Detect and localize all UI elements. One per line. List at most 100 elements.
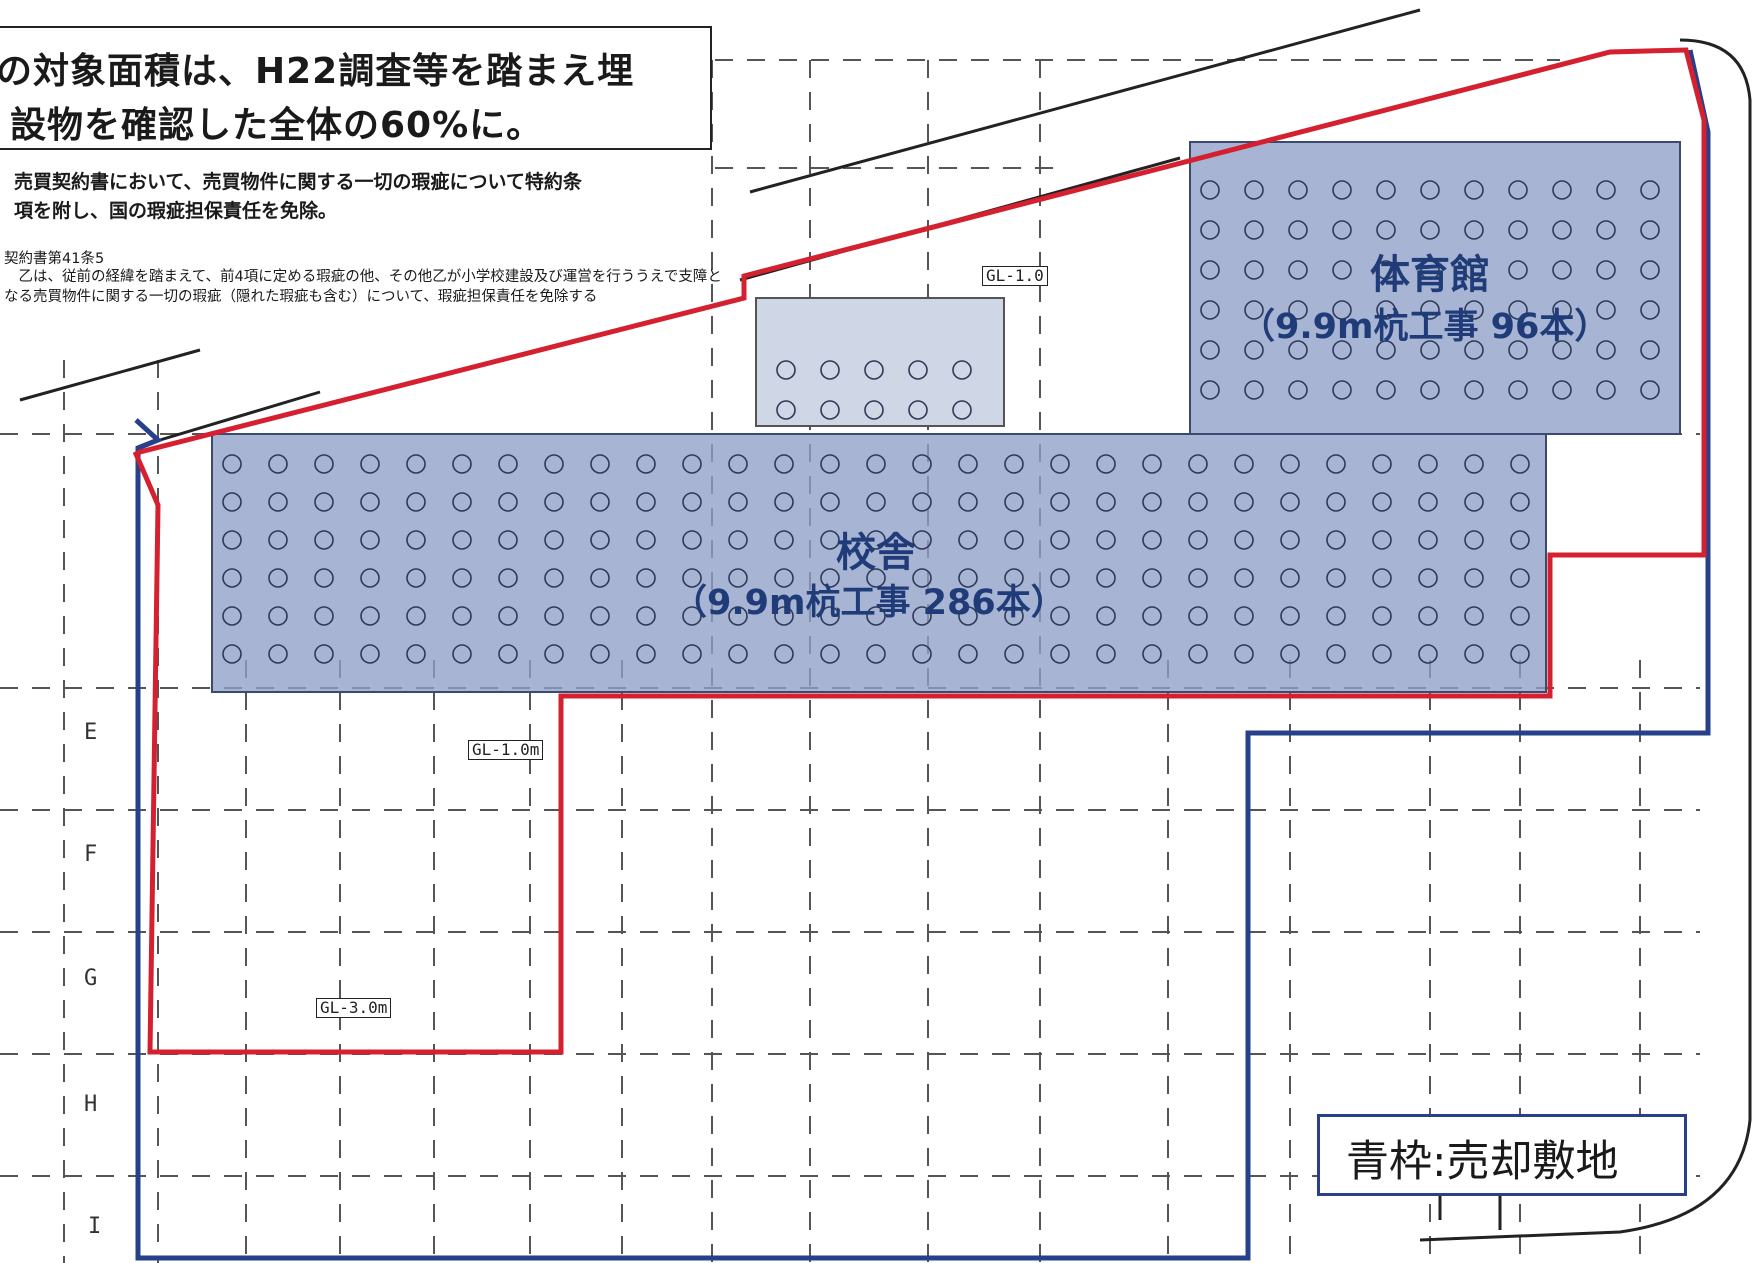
pile-marker <box>1332 220 1352 240</box>
pile-marker <box>912 568 932 588</box>
pile-marker <box>866 606 886 626</box>
pile-marker <box>774 454 794 474</box>
pile-marker <box>406 606 426 626</box>
pile-marker <box>1234 492 1254 512</box>
pile-marker <box>1510 568 1530 588</box>
pile-marker <box>360 530 380 550</box>
pile-marker <box>682 530 702 550</box>
pile-marker <box>1200 300 1220 320</box>
pile-marker <box>222 644 242 664</box>
pile-marker <box>1464 530 1484 550</box>
grid-row-label-g: G <box>84 966 98 991</box>
pile-marker <box>1640 300 1660 320</box>
gym-detail: （9.9m杭工事 96本） <box>1240 307 1610 347</box>
pile-marker <box>590 644 610 664</box>
pile-marker <box>958 454 978 474</box>
pile-marker <box>1050 492 1070 512</box>
pile-marker <box>452 568 472 588</box>
pile-marker <box>1596 380 1616 400</box>
pile-marker <box>222 530 242 550</box>
pile-marker <box>1326 644 1346 664</box>
pile-marker <box>1508 380 1528 400</box>
pile-marker <box>1004 492 1024 512</box>
school-label: 校舎 <box>836 530 916 576</box>
pile-marker <box>682 454 702 474</box>
pile-marker <box>1234 530 1254 550</box>
pile-marker <box>912 454 932 474</box>
pile-marker <box>1640 340 1660 360</box>
pile-marker <box>1326 454 1346 474</box>
pile-marker <box>820 606 840 626</box>
pile-marker <box>1142 568 1162 588</box>
ground-level-label-a: GL-1.0 <box>982 266 1048 286</box>
pile-marker <box>1200 380 1220 400</box>
pile-marker <box>1464 260 1484 280</box>
pile-marker <box>590 606 610 626</box>
pile-marker <box>1640 380 1660 400</box>
pile-marker <box>360 644 380 664</box>
pile-marker <box>908 360 928 380</box>
pile-marker <box>820 400 840 420</box>
heading-line-1: の対象面積は、H22調査等を踏まえ埋 <box>0 51 635 92</box>
pile-marker <box>1372 530 1392 550</box>
pile-marker <box>1004 568 1024 588</box>
pile-marker <box>958 568 978 588</box>
pile-marker <box>1188 644 1208 664</box>
pile-marker <box>590 568 610 588</box>
contract-note-line-2: 項を附し、国の瑕疵担保責任を免除。 <box>14 200 338 222</box>
grid-row-label-f: F <box>84 842 98 867</box>
pile-marker <box>1418 644 1438 664</box>
pile-marker <box>682 568 702 588</box>
sold-site-outline <box>134 49 1711 1261</box>
pile-marker <box>958 530 978 550</box>
pile-marker <box>1288 300 1308 320</box>
pile-marker <box>776 400 796 420</box>
pile-marker <box>1420 260 1440 280</box>
pile-marker <box>1096 644 1116 664</box>
pile-marker <box>590 454 610 474</box>
pile-marker <box>360 606 380 626</box>
pile-marker <box>1050 454 1070 474</box>
pile-marker <box>1596 340 1616 360</box>
pile-marker <box>1332 380 1352 400</box>
pile-marker <box>1004 530 1024 550</box>
pile-marker <box>912 644 932 664</box>
pile-marker <box>1552 180 1572 200</box>
pile-marker <box>908 400 928 420</box>
pile-marker <box>1418 606 1438 626</box>
pile-marker <box>544 454 564 474</box>
pile-marker <box>314 606 334 626</box>
pile-marker <box>1552 260 1572 280</box>
pile-marker <box>1332 180 1352 200</box>
pile-marker <box>360 568 380 588</box>
pile-marker <box>268 454 288 474</box>
pile-marker <box>1332 340 1352 360</box>
pile-marker <box>1244 260 1264 280</box>
pile-marker <box>1332 260 1352 280</box>
pile-marker <box>222 492 242 512</box>
pile-marker <box>1510 644 1530 664</box>
pile-marker <box>1376 380 1396 400</box>
pile-marker <box>820 492 840 512</box>
pile-marker <box>1510 454 1530 474</box>
pile-marker <box>1418 492 1438 512</box>
pile-marker <box>1552 220 1572 240</box>
pile-marker <box>1420 300 1440 320</box>
pile-marker <box>360 454 380 474</box>
pile-marker <box>1552 340 1572 360</box>
pile-marker <box>1004 454 1024 474</box>
pile-marker <box>1200 220 1220 240</box>
pile-marker <box>1464 340 1484 360</box>
pile-marker <box>1004 644 1024 664</box>
pile-marker <box>1188 568 1208 588</box>
pile-marker <box>952 360 972 380</box>
pile-marker <box>406 568 426 588</box>
pile-marker <box>1244 380 1264 400</box>
pile-marker <box>1244 180 1264 200</box>
pile-marker <box>912 492 932 512</box>
pile-marker <box>1142 644 1162 664</box>
pile-marker <box>1510 530 1530 550</box>
pile-marker <box>912 530 932 550</box>
pile-marker <box>1596 300 1616 320</box>
pile-marker <box>1234 454 1254 474</box>
